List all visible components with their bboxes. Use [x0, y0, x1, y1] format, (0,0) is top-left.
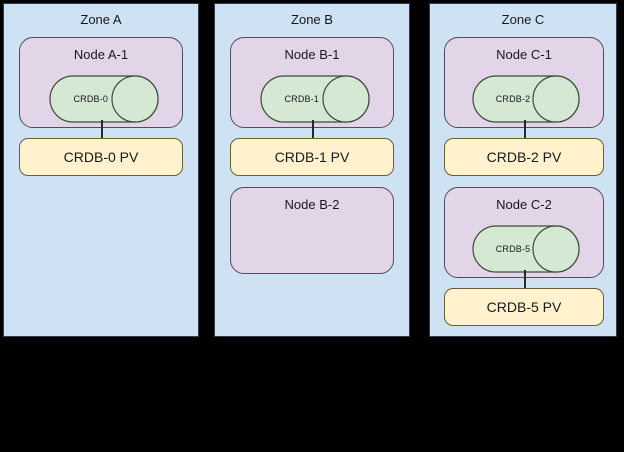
zone-b-title: Zone B [291, 12, 333, 27]
node-c-2[interactable]: Node C-2 CRDB-5 [444, 187, 604, 278]
node-c-1[interactable]: Node C-1 CRDB-2 [444, 37, 604, 128]
cylinder-icon [260, 75, 370, 123]
pv-crdb-2[interactable]: CRDB-2 PV [444, 138, 604, 176]
node-a-1[interactable]: Node A-1 CRDB-0 [19, 37, 183, 128]
connector-node-a-1-to-pv [101, 120, 103, 141]
pv-crdb-0-label: CRDB-0 PV [63, 149, 139, 165]
pv-crdb-5-label: CRDB-5 PV [486, 299, 562, 315]
pod-crdb-5[interactable]: CRDB-5 [472, 225, 580, 273]
zone-b[interactable]: Zone B Node B-1 CRDB-1 CRDB-1 PV Node B-… [214, 3, 410, 337]
pod-crdb-2[interactable]: CRDB-2 [472, 75, 580, 123]
node-c-2-title: Node C-2 [496, 197, 552, 212]
cylinder-icon [49, 75, 159, 123]
zone-c[interactable]: Zone C Node C-1 CRDB-2 CRDB-2 PV Node C-… [429, 3, 617, 337]
connector-node-b-1-to-pv [312, 120, 314, 141]
node-b-1-title: Node B-1 [284, 47, 340, 62]
pv-crdb-1-label: CRDB-1 PV [274, 149, 350, 165]
cylinder-icon [472, 225, 580, 273]
cylinder-icon [472, 75, 580, 123]
pod-crdb-0[interactable]: CRDB-0 [49, 75, 159, 123]
node-a-1-title: Node A-1 [73, 47, 129, 62]
connector-node-c-1-to-pv [524, 120, 526, 141]
pv-crdb-0[interactable]: CRDB-0 PV [19, 138, 183, 176]
zone-c-title: Zone C [501, 12, 545, 27]
pv-crdb-5[interactable]: CRDB-5 PV [444, 288, 604, 326]
node-b-2[interactable]: Node B-2 [230, 187, 394, 274]
node-b-2-title: Node B-2 [284, 197, 340, 212]
node-c-1-title: Node C-1 [496, 47, 552, 62]
node-b-1[interactable]: Node B-1 CRDB-1 [230, 37, 394, 128]
pod-crdb-1[interactable]: CRDB-1 [260, 75, 370, 123]
connector-node-c-2-to-pv [524, 270, 526, 291]
pv-crdb-2-label: CRDB-2 PV [486, 149, 562, 165]
zone-a-title: Zone A [80, 12, 122, 27]
zone-a[interactable]: Zone A Node A-1 CRDB-0 CRDB-0 PV [3, 3, 199, 337]
pv-crdb-1[interactable]: CRDB-1 PV [230, 138, 394, 176]
